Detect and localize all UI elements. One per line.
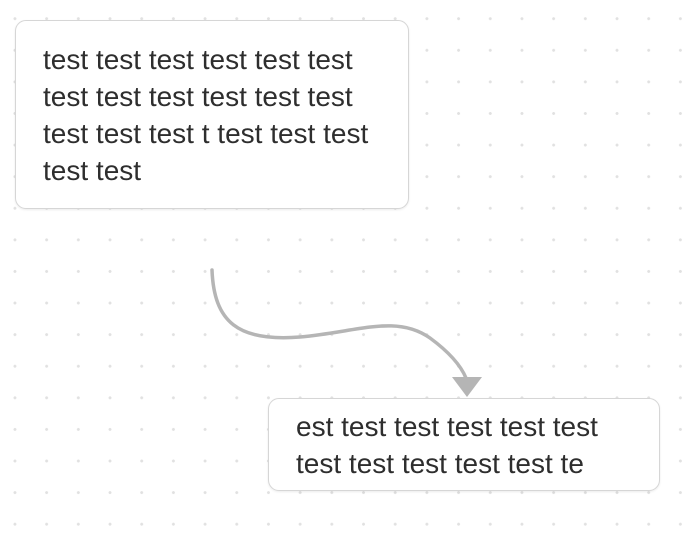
arrowhead-icon [452,377,482,397]
text-node-top-label: test test test test test test test test … [43,43,369,186]
text-node-top[interactable]: test test test test test test test test … [15,20,409,209]
arrow-curve-path[interactable] [210,268,468,380]
text-node-bottom[interactable]: est test test test test test test test t… [268,398,660,491]
text-node-bottom-label: est test test test test test test test t… [296,410,598,479]
